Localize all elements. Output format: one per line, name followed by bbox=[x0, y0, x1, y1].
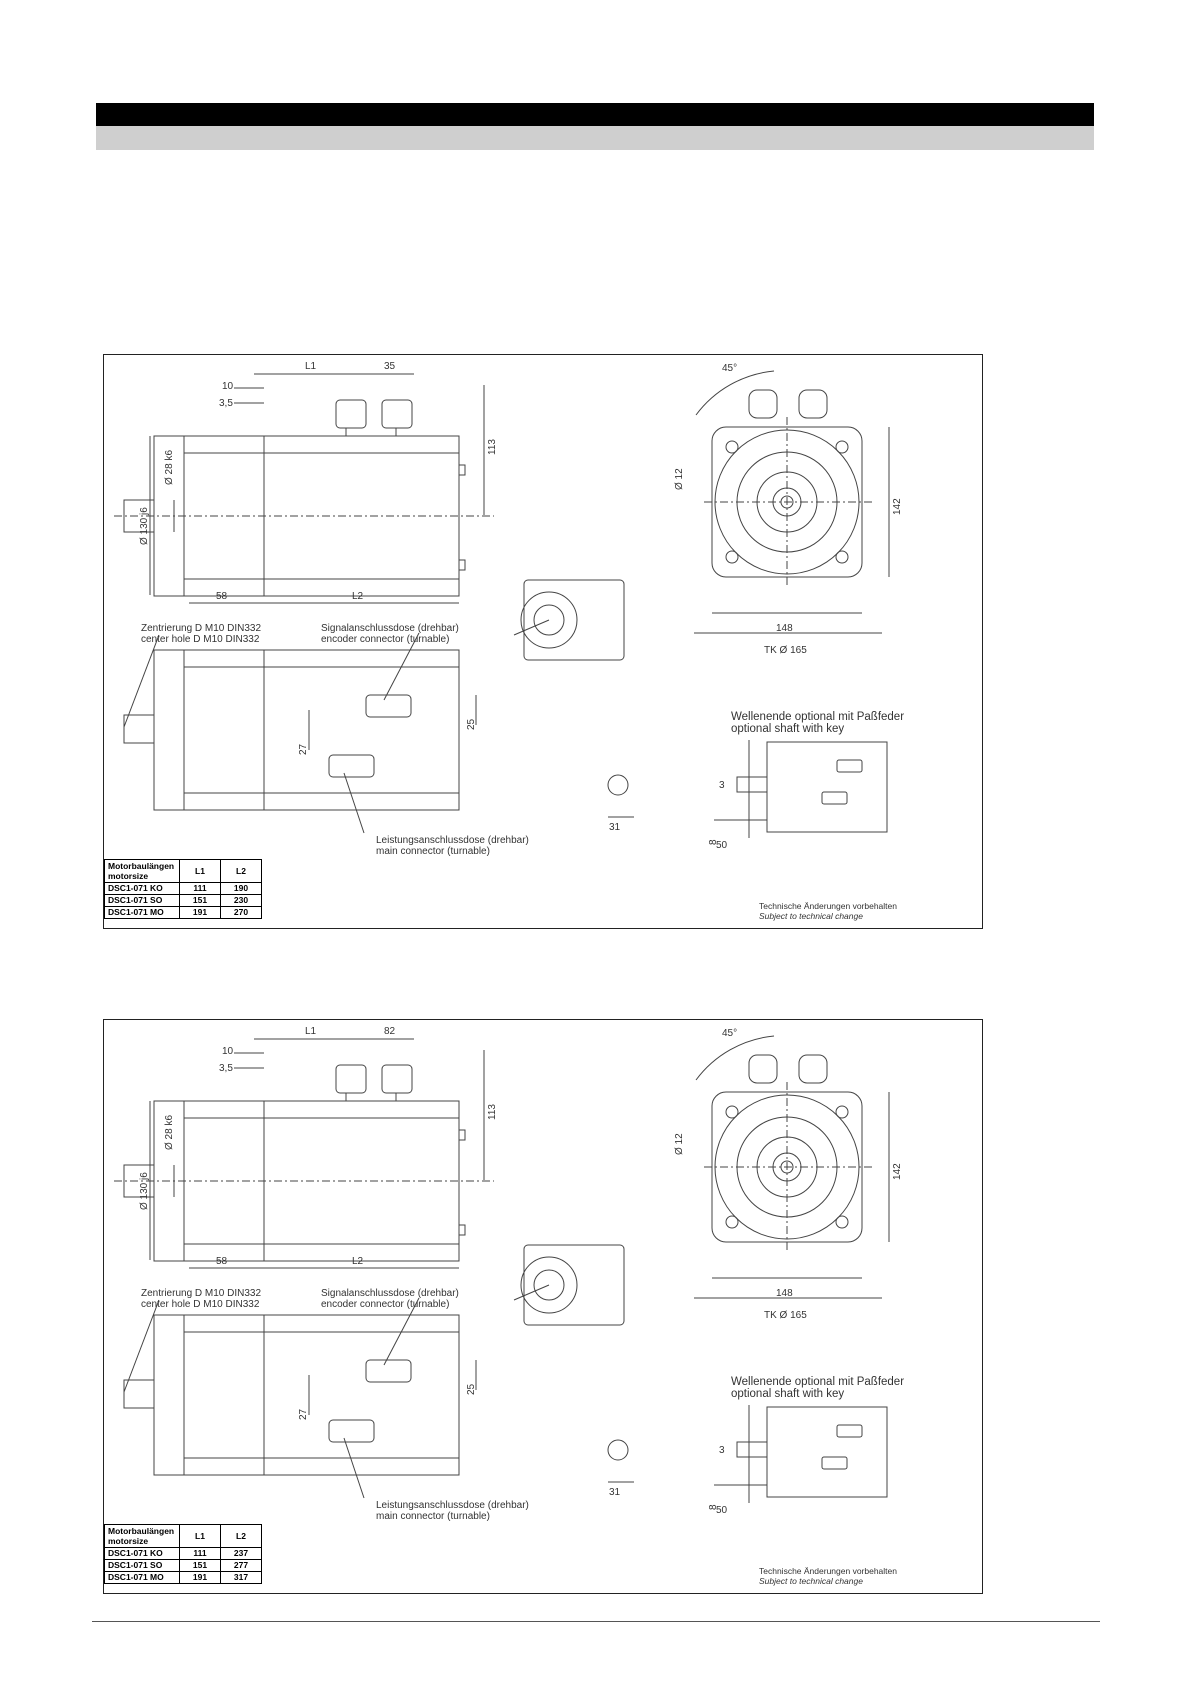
label-technical-change-en: Subject to technical change bbox=[759, 1576, 863, 1586]
dim-l2: L2 bbox=[352, 591, 364, 602]
table-header-row: Motorbaulängen motorsize L1 L2 bbox=[104, 1524, 262, 1548]
table-row: DSC1-071 KO 111 237 bbox=[104, 1547, 262, 1560]
table-cell-l1: 111 bbox=[179, 1547, 221, 1560]
dim-31: 31 bbox=[609, 1487, 621, 1498]
label-shaft-key-de: Wellenende optional mit Paßfeder bbox=[731, 711, 905, 723]
dim-3-5: 3,5 bbox=[219, 1063, 233, 1074]
label-encoder-connector-en: encoder connector (turnable) bbox=[321, 634, 450, 645]
dim-58: 58 bbox=[216, 591, 228, 602]
dim-10: 10 bbox=[222, 381, 234, 392]
table-header-row: Motorbaulängen motorsize L1 L2 bbox=[104, 859, 262, 883]
table-cell-l2: 277 bbox=[220, 1559, 262, 1572]
dim-connector-gap: 35 bbox=[384, 361, 396, 372]
dim-45: 45° bbox=[722, 363, 738, 374]
table-cell-l2: 190 bbox=[220, 882, 262, 895]
table-header-motorsize: Motorbaulängen motorsize bbox=[104, 1524, 180, 1548]
table-header-l1: L1 bbox=[179, 1524, 221, 1548]
label-center-hole-en: center hole D M10 DIN332 bbox=[141, 1299, 260, 1310]
table-row: DSC1-071 SO 151 277 bbox=[104, 1559, 262, 1572]
dim-130: Ø 130 j6 bbox=[139, 1172, 150, 1210]
motor-drawing: L1 82 10 3,5 113 Ø 130 j6 Ø 28 k6 58 L2 … bbox=[103, 1019, 983, 1594]
table-header-l1: L1 bbox=[179, 859, 221, 883]
table-cell-l2: 237 bbox=[220, 1547, 262, 1560]
label-center-hole-de: Zentrierung D M10 DIN332 bbox=[141, 1288, 262, 1299]
dim-50: 50 bbox=[716, 1505, 728, 1516]
dim-28: Ø 28 k6 bbox=[164, 1114, 175, 1150]
dim-58: 58 bbox=[216, 1256, 228, 1267]
motorsize-table: Motorbaulängen motorsize L1 L2 DSC1-071 … bbox=[104, 859, 262, 919]
header-bar bbox=[96, 103, 1094, 126]
dim-12: Ø 12 bbox=[674, 1133, 685, 1155]
table-header-l2: L2 bbox=[220, 1524, 262, 1548]
dim-l1: L1 bbox=[305, 1026, 317, 1037]
dim-3: 3 bbox=[719, 1445, 725, 1456]
header-subbar bbox=[96, 126, 1094, 150]
label-encoder-connector-de: Signalanschlussdose (drehbar) bbox=[321, 1288, 459, 1299]
table-cell-l2: 230 bbox=[220, 894, 262, 907]
label-center-hole-de: Zentrierung D M10 DIN332 bbox=[141, 623, 262, 634]
table-cell-model: DSC1-071 KO bbox=[104, 882, 180, 895]
table-cell-l1: 111 bbox=[179, 882, 221, 895]
label-shaft-key-de: Wellenende optional mit Paßfeder bbox=[731, 1376, 905, 1388]
technical-drawing-svg bbox=[114, 1035, 890, 1503]
dim-connector-gap: 82 bbox=[384, 1026, 396, 1037]
label-main-connector-de: Leistungsanschlussdose (drehbar) bbox=[376, 835, 529, 846]
label-shaft-key-en: optional shaft with key bbox=[731, 723, 845, 735]
table-cell-l1: 151 bbox=[179, 894, 221, 907]
dim-3-5: 3,5 bbox=[219, 398, 233, 409]
label-technical-change-en: Subject to technical change bbox=[759, 911, 863, 921]
dim-113: 113 bbox=[487, 1104, 498, 1120]
dim-25: 25 bbox=[466, 1383, 477, 1395]
label-center-hole-en: center hole D M10 DIN332 bbox=[141, 634, 260, 645]
dim-28: Ø 28 k6 bbox=[164, 449, 175, 485]
label-main-connector-en: main connector (turnable) bbox=[376, 1511, 490, 1522]
table-row: DSC1-071 MO 191 317 bbox=[104, 1571, 262, 1584]
dim-27: 27 bbox=[298, 743, 309, 755]
label-main-connector-de: Leistungsanschlussdose (drehbar) bbox=[376, 1500, 529, 1511]
dim-tk165: TK Ø 165 bbox=[764, 645, 807, 656]
label-shaft-key-en: optional shaft with key bbox=[731, 1388, 845, 1400]
table-row: DSC1-071 SO 151 230 bbox=[104, 894, 262, 907]
technical-drawing-svg bbox=[114, 370, 890, 838]
motorsize-table: Motorbaulängen motorsize L1 L2 DSC1-071 … bbox=[104, 1524, 262, 1584]
table-cell-l2: 317 bbox=[220, 1571, 262, 1584]
dim-130: Ø 130 j6 bbox=[139, 507, 150, 545]
dim-3: 3 bbox=[719, 780, 725, 791]
dim-45: 45° bbox=[722, 1028, 738, 1039]
dim-l1: L1 bbox=[305, 361, 317, 372]
label-encoder-connector-de: Signalanschlussdose (drehbar) bbox=[321, 623, 459, 634]
dim-50: 50 bbox=[716, 840, 728, 851]
label-encoder-connector-en: encoder connector (turnable) bbox=[321, 1299, 450, 1310]
motor-drawing: L1 35 10 3,5 113 Ø 130 j6 Ø 28 k6 58 L2 … bbox=[103, 354, 983, 929]
table-cell-model: DSC1-071 KO bbox=[104, 1547, 180, 1560]
dim-l2: L2 bbox=[352, 1256, 364, 1267]
table-cell-l1: 151 bbox=[179, 1559, 221, 1572]
label-main-connector-en: main connector (turnable) bbox=[376, 846, 490, 857]
dim-12: Ø 12 bbox=[674, 468, 685, 490]
dim-10: 10 bbox=[222, 1046, 234, 1057]
table-cell-l1: 191 bbox=[179, 906, 221, 919]
dim-148: 148 bbox=[776, 623, 793, 634]
dim-113: 113 bbox=[487, 439, 498, 455]
dim-25: 25 bbox=[466, 718, 477, 730]
table-cell-model: DSC1-071 SO bbox=[104, 1559, 180, 1572]
table-cell-l1: 191 bbox=[179, 1571, 221, 1584]
dim-tk165: TK Ø 165 bbox=[764, 1310, 807, 1321]
dim-142: 142 bbox=[892, 498, 903, 515]
label-technical-change-de: Technische Änderungen vorbehalten bbox=[759, 1566, 897, 1576]
table-cell-model: DSC1-071 MO bbox=[104, 1571, 180, 1584]
table-row: DSC1-071 MO 191 270 bbox=[104, 906, 262, 919]
table-cell-l2: 270 bbox=[220, 906, 262, 919]
dim-31: 31 bbox=[609, 822, 621, 833]
dim-148: 148 bbox=[776, 1288, 793, 1299]
label-technical-change-de: Technische Änderungen vorbehalten bbox=[759, 901, 897, 911]
table-header-l2: L2 bbox=[220, 859, 262, 883]
dim-142: 142 bbox=[892, 1163, 903, 1180]
footer-rule bbox=[92, 1621, 1100, 1622]
dim-27: 27 bbox=[298, 1408, 309, 1420]
table-row: DSC1-071 KO 111 190 bbox=[104, 882, 262, 895]
table-cell-model: DSC1-071 MO bbox=[104, 906, 180, 919]
table-cell-model: DSC1-071 SO bbox=[104, 894, 180, 907]
table-header-motorsize: Motorbaulängen motorsize bbox=[104, 859, 180, 883]
